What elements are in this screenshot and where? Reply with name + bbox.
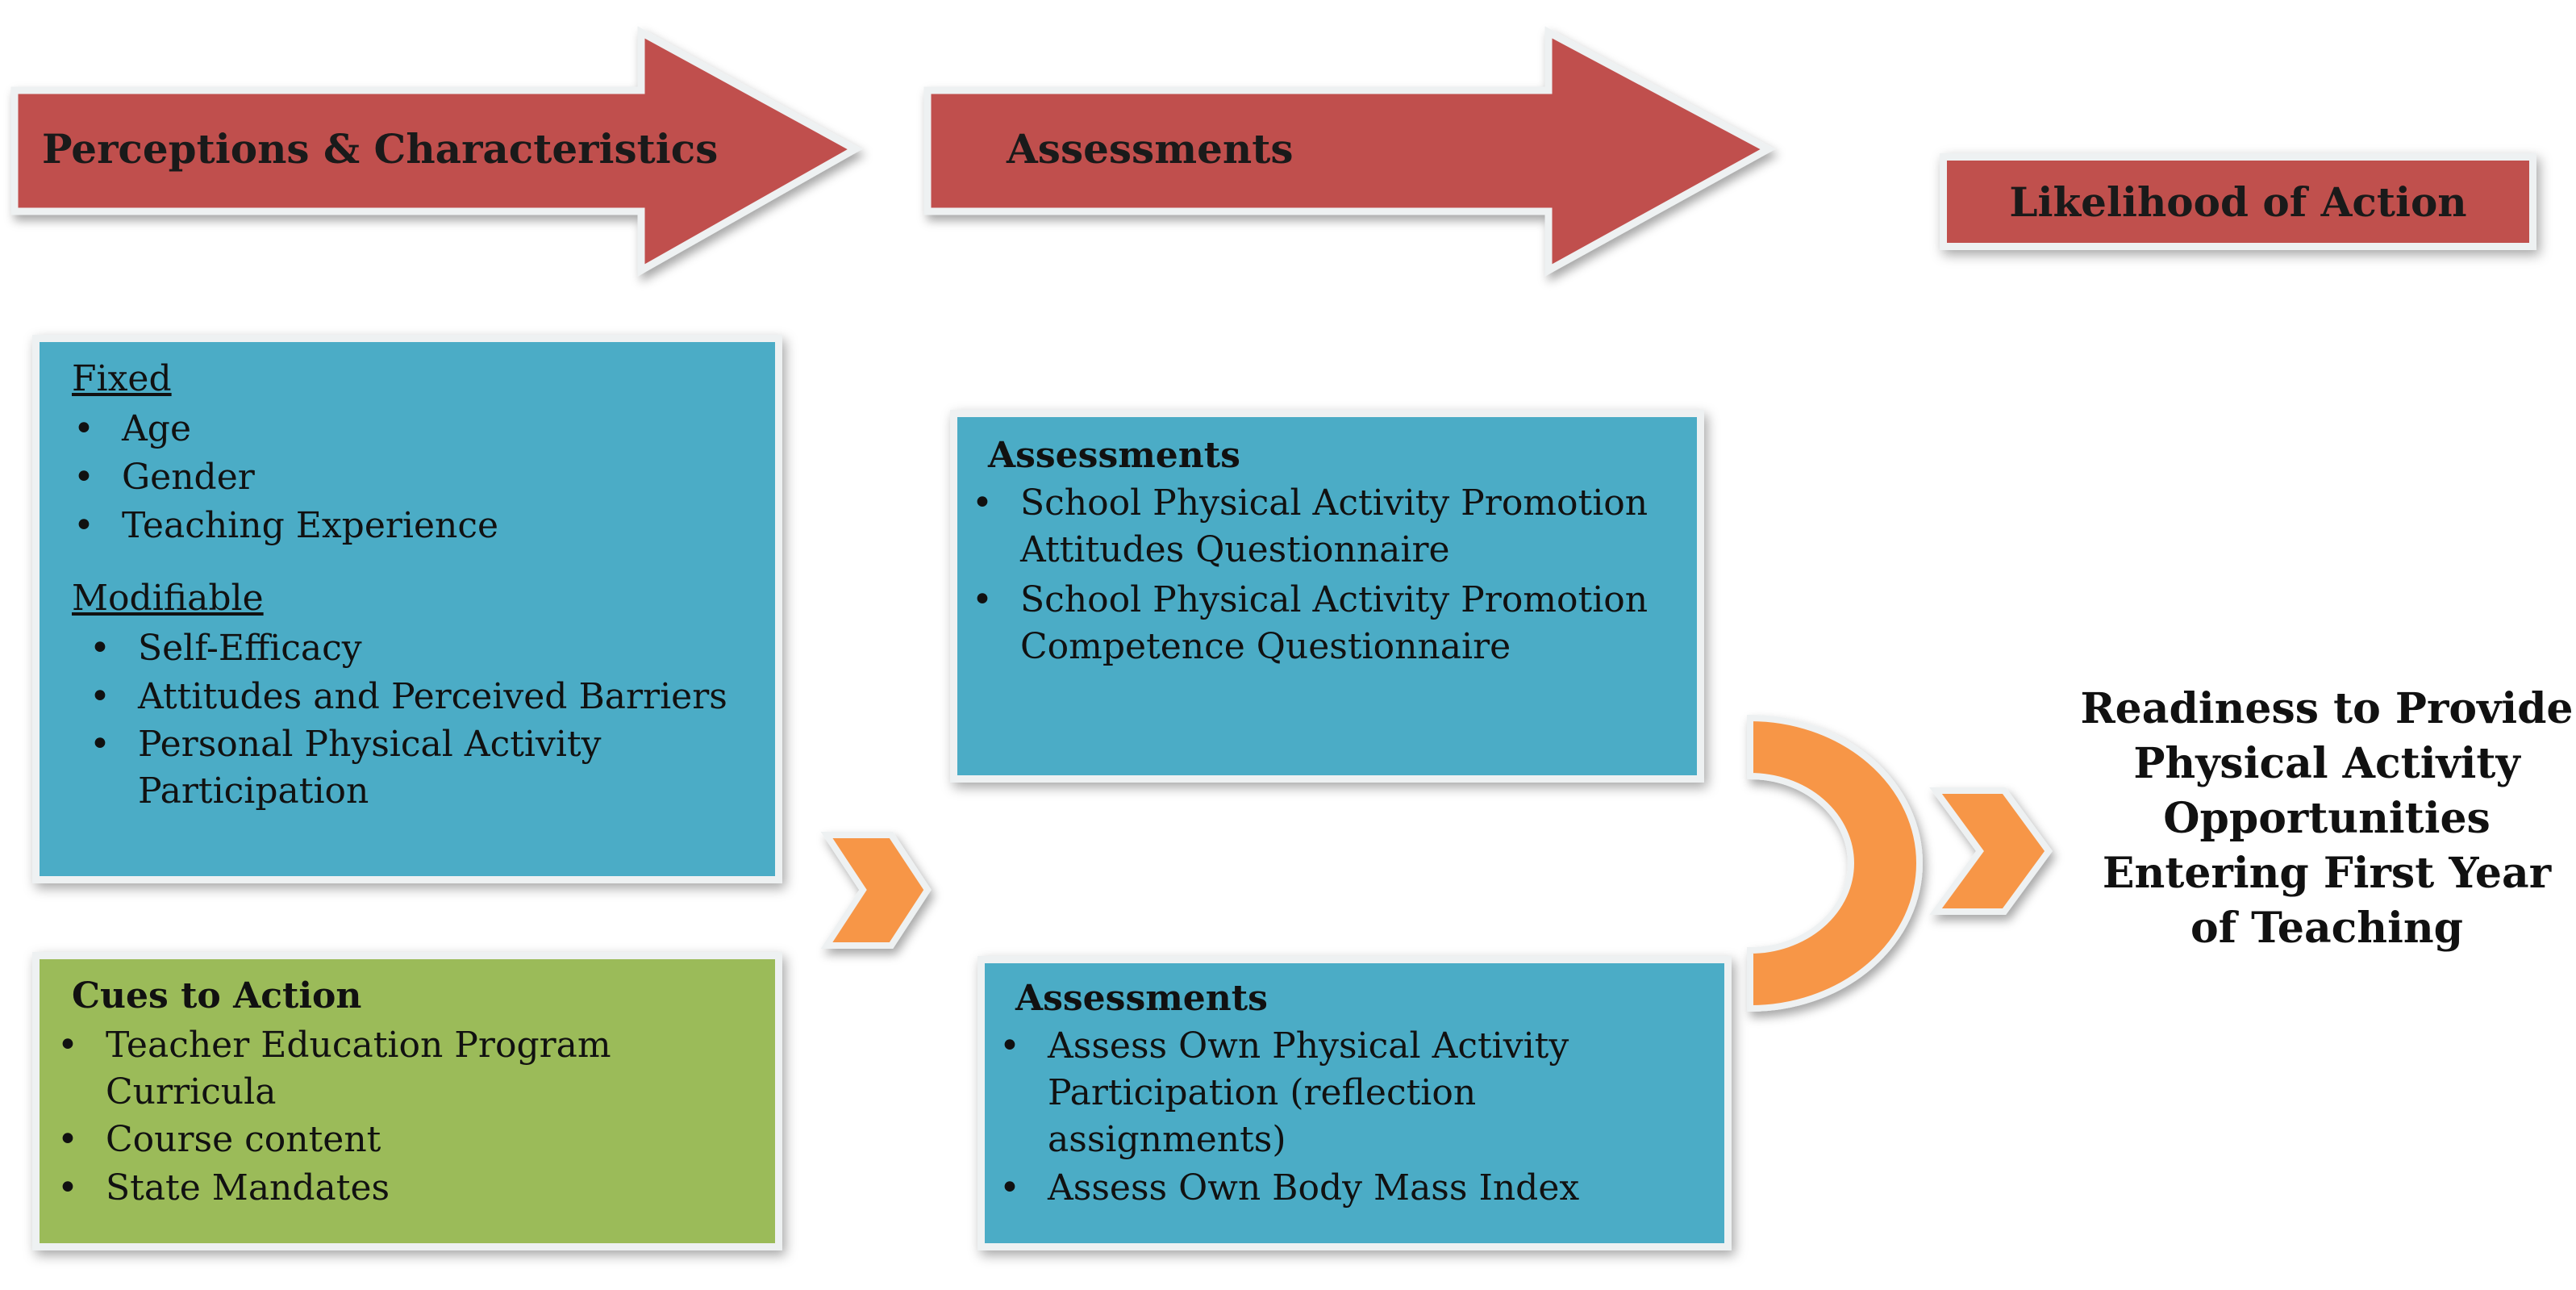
perceptions-box: Fixed Age Gender Teaching Experience Mod… [32,335,782,883]
list-item: Assess Own Body Mass Index [999,1165,1661,1212]
modifiable-list: Self-Efficacy Attitudes and Perceived Ba… [90,624,751,815]
likelihood-box: Likelihood of Action [1940,153,2536,250]
assessment-box-2-list: Assess Own Physical Activity Participati… [999,1023,1661,1212]
assessments-arrow-label: Assessments [1007,125,1294,173]
cues-title: Cues to Action [72,975,362,1017]
assessment-box-1-title: Assessments [988,435,1240,476]
list-item: Self-Efficacy [90,624,751,673]
assessment-box-2: Assessments Assess Own Physical Activity… [977,956,1732,1250]
fixed-title: Fixed [72,358,172,399]
cues-list: Teacher Education Program Curricula Cour… [57,1022,751,1213]
list-item: Teacher Education Program Curricula [57,1022,686,1116]
modifiable-title: Modifiable [72,578,264,619]
list-item: Attitudes and Perceived Barriers [90,673,751,721]
list-item: Personal Physical Activity Participation [90,721,702,815]
merge-bracket [1747,714,1923,1012]
list-item: Assess Own Physical Activity Participati… [999,1023,1661,1163]
list-item: School Physical Activity Promotion Attit… [972,480,1682,574]
assessment-box-2-title: Assessments [1015,978,1268,1019]
perceptions-arrow [10,26,863,277]
cues-box: Cues to Action Teacher Education Program… [32,952,782,1250]
list-item: Teaching Experience [73,502,751,550]
assessment-box-1: Assessments School Physical Activity Pro… [950,410,1704,783]
right-chevron [1929,787,2053,915]
list-item: Gender [73,453,751,502]
assessment-box-1-list: School Physical Activity Promotion Attit… [972,480,1682,670]
left-chevron [820,832,932,949]
perceptions-arrow-label: Perceptions & Characteristics [42,125,719,173]
list-item: Course content [57,1116,751,1164]
list-item: School Physical Activity Promotion Compe… [972,577,1682,670]
list-item: Age [73,405,751,453]
outcome-text: Readiness to Provide Physical Activity O… [2080,684,2574,953]
assessments-arrow [923,26,1776,277]
list-item: State Mandates [57,1164,751,1213]
fixed-list: Age Gender Teaching Experience [73,405,751,550]
